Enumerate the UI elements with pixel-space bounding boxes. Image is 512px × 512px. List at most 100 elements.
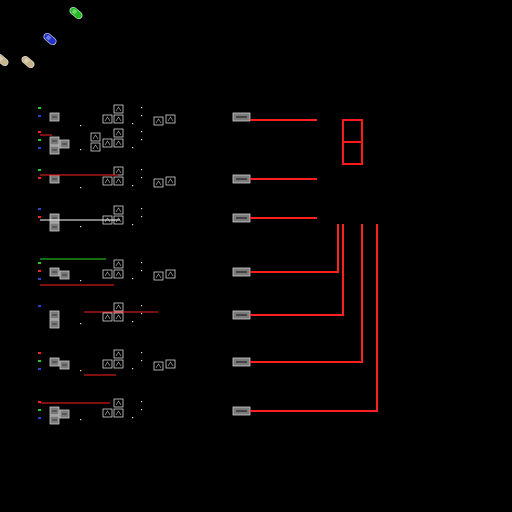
row-1-input-gate-a[interactable] <box>49 112 60 122</box>
row-7-node-b[interactable] <box>113 349 124 359</box>
row-6-node-c[interactable] <box>113 312 124 322</box>
row-3-node-e[interactable] <box>165 176 176 186</box>
row-1-node-b-glyph <box>115 106 122 112</box>
row-8-node-b[interactable] <box>113 398 124 408</box>
row-5-node-b-glyph <box>115 261 122 267</box>
row-5-node-e-frame <box>165 269 176 279</box>
row-3-output-gate[interactable] <box>232 174 251 184</box>
row-4-dot-2 <box>141 216 143 218</box>
row-5-input-gate-a[interactable] <box>49 267 60 277</box>
tan-capsule-2-highlight <box>23 57 30 64</box>
row-5-node-c[interactable] <box>113 269 124 279</box>
row-6-node-a[interactable] <box>102 312 113 322</box>
row-8-input-gate-a[interactable] <box>49 406 60 416</box>
row-7-node-e[interactable] <box>165 359 176 369</box>
row-3-lamp-1 <box>38 169 41 171</box>
row-6-node-c-frame <box>113 312 124 322</box>
row-8-dot-3 <box>132 417 134 419</box>
row-3-node-b[interactable] <box>113 166 124 176</box>
row-3-node-a-frame <box>102 176 113 186</box>
row-6-dot-2 <box>141 313 143 315</box>
row-6-node-b[interactable] <box>113 302 124 312</box>
row-2-dot-2 <box>141 139 143 141</box>
row-3-node-e-glyph <box>167 178 174 184</box>
row-2-node-g-frame <box>90 142 101 152</box>
row-3-node-c[interactable] <box>113 176 124 186</box>
row-6-input-gate-a[interactable] <box>49 310 60 320</box>
output-wire-5 <box>250 224 344 316</box>
row-6-dot-4 <box>80 323 82 325</box>
row-1-node-d[interactable] <box>153 116 164 126</box>
row-2-lamp-3 <box>38 147 41 149</box>
row-5-node-b[interactable] <box>113 259 124 269</box>
row-8-input-gate-b[interactable] <box>49 415 60 425</box>
tan-capsule-1[interactable] <box>0 53 10 67</box>
row-6-node-b-frame <box>113 302 124 312</box>
row-8-node-c[interactable] <box>113 408 124 418</box>
row-2-node-b[interactable] <box>113 128 124 138</box>
row-2-input-gate-c[interactable] <box>59 139 70 149</box>
row-5-node-d-glyph <box>155 273 162 279</box>
row-8-node-a-frame <box>102 408 113 418</box>
row-2-dot-3 <box>132 147 134 149</box>
row-5-node-a[interactable] <box>102 269 113 279</box>
row-4-input-gate-a[interactable] <box>49 213 60 223</box>
row-5-node-e[interactable] <box>165 269 176 279</box>
row-1-node-a[interactable] <box>102 114 113 124</box>
row-5-node-a-glyph <box>104 271 111 277</box>
row-3-node-a-glyph <box>104 178 111 184</box>
row-7-node-d-glyph <box>155 363 162 369</box>
row-3-input-gate-a[interactable] <box>49 174 60 184</box>
row-7-output-gate[interactable] <box>232 357 251 367</box>
row-1-node-b[interactable] <box>113 104 124 114</box>
row-8-output-gate[interactable] <box>232 406 251 416</box>
row-7-input-gate-a[interactable] <box>49 357 60 367</box>
row-5-node-d-frame <box>153 271 164 281</box>
row-7-node-a[interactable] <box>102 359 113 369</box>
row-7-input-gate-c[interactable] <box>59 360 70 370</box>
row-2-node-c[interactable] <box>113 138 124 148</box>
row-8-lamp-3 <box>38 417 41 419</box>
row-4-input-gate-b[interactable] <box>49 222 60 232</box>
row-8-node-a[interactable] <box>102 408 113 418</box>
row-3-node-d-glyph <box>155 180 162 186</box>
row-4-dot-3 <box>132 224 134 226</box>
row-1-output-gate[interactable] <box>232 112 251 122</box>
row-5-output-gate[interactable] <box>232 267 251 277</box>
row-7-node-e-frame <box>165 359 176 369</box>
row-1-node-c[interactable] <box>113 114 124 124</box>
row-7-node-c[interactable] <box>113 359 124 369</box>
row-2-input-gate-a[interactable] <box>49 136 60 146</box>
row-2-node-f[interactable] <box>90 132 101 142</box>
tan-capsule-2[interactable] <box>20 55 35 69</box>
row-5-input-gate-c[interactable] <box>59 270 70 280</box>
row-2-node-g[interactable] <box>90 142 101 152</box>
row-7-node-d[interactable] <box>153 361 164 371</box>
row-1-node-e[interactable] <box>165 114 176 124</box>
green-capsule[interactable] <box>68 6 83 20</box>
blue-capsule[interactable] <box>42 32 57 46</box>
row-3-dot-3 <box>132 185 134 187</box>
row-6-input-gate-b[interactable] <box>49 319 60 329</box>
row-3-node-a[interactable] <box>102 176 113 186</box>
row-5-node-d[interactable] <box>153 271 164 281</box>
row-3-node-d[interactable] <box>153 178 164 188</box>
row-8-input-gate-c[interactable] <box>59 409 70 419</box>
row-5-dot-4 <box>80 280 82 282</box>
row-4-output-gate[interactable] <box>232 213 251 223</box>
row-1-node-b-frame <box>113 104 124 114</box>
row-7-lamp-3 <box>38 368 41 370</box>
green-capsule-body <box>69 6 83 20</box>
row-6-output-gate[interactable] <box>232 310 251 320</box>
row-4-node-a-glyph <box>104 217 111 223</box>
row-2-node-a[interactable] <box>102 138 113 148</box>
row-2-node-g-glyph <box>92 144 99 150</box>
row-2-input-gate-b[interactable] <box>49 145 60 155</box>
row-5-output-gate-slot <box>236 271 247 273</box>
row-4-node-b[interactable] <box>113 205 124 215</box>
row-1-node-a-frame <box>102 114 113 124</box>
row-7-lamp-2 <box>38 360 41 362</box>
row-3-node-b-frame <box>113 166 124 176</box>
row-3-node-c-frame <box>113 176 124 186</box>
